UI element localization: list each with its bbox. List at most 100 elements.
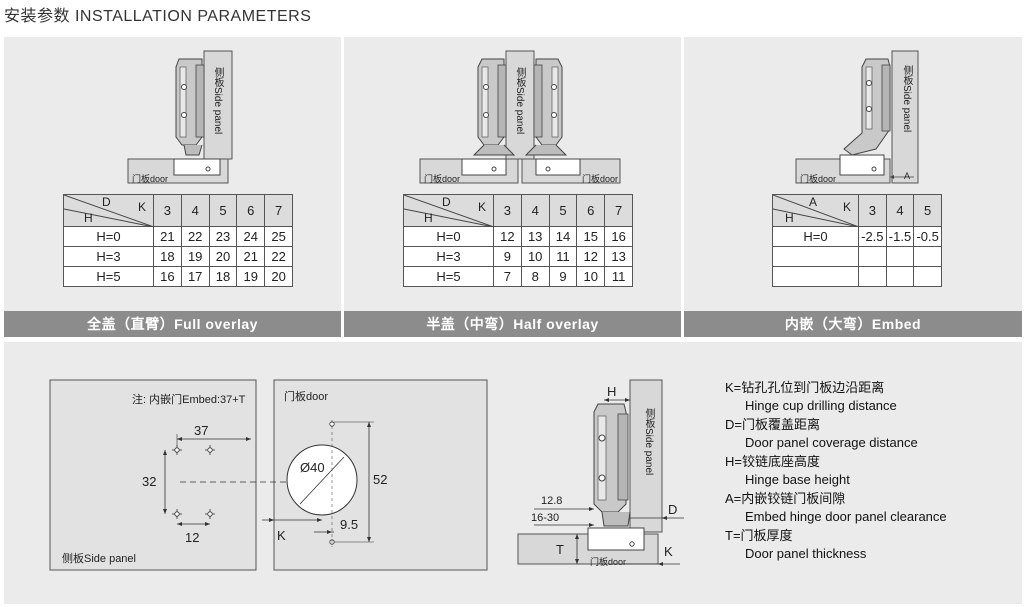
table-header-row: D K H 3 4 5 6 7 <box>403 194 633 227</box>
dim-32: 32 <box>142 474 157 489</box>
embed-caption: 内嵌（大弯）Embed <box>684 311 1022 337</box>
table-col-header: 5 <box>208 194 238 227</box>
row-header <box>772 266 859 287</box>
table-cell: 16 <box>604 226 633 247</box>
table-cell: 15 <box>576 226 606 247</box>
table-cell: 8 <box>520 266 550 287</box>
gap-label-a: A <box>904 171 911 181</box>
half-overlay-table: D K H 3 4 5 6 7 H=0 12 13 14 15 16 H=3 9… <box>403 194 633 287</box>
table-row: H=0 -2.5 -1.5 -0.5 <box>772 226 942 247</box>
table-col-header: 7 <box>604 194 633 227</box>
table-cell: 11 <box>548 246 578 267</box>
embed-hinge-diagram <box>795 50 919 184</box>
side-view-door-label: 门板door <box>590 557 627 567</box>
row-header: H=0 <box>772 226 859 247</box>
door-label: 门板door <box>284 391 329 403</box>
table-cell: 21 <box>153 226 182 247</box>
table-row: H=3 9 10 11 12 13 <box>403 246 633 267</box>
side-view-d-label: D <box>668 502 678 517</box>
table-header-row: A K H 3 4 5 <box>772 194 942 227</box>
installation-detail-section: 注: 内嵌门Embed:37+T 侧板Side panel 门板door 37 … <box>4 342 1022 604</box>
table-cell <box>885 266 915 287</box>
legend-item-d-desc: Door panel coverage distance <box>745 435 918 450</box>
table-header-row: D K H 3 4 5 6 7 <box>63 194 293 227</box>
table-cell: 23 <box>208 226 238 247</box>
table-cell: 18 <box>153 246 182 267</box>
table-cell: 7 <box>493 266 522 287</box>
table-cell: 9 <box>548 266 578 287</box>
legend-item-h-desc: Hinge base height <box>745 472 850 487</box>
legend-item-a-desc: Embed hinge door panel clearance <box>745 509 947 524</box>
table-cell <box>913 246 942 267</box>
table-cell: 17 <box>180 266 210 287</box>
row-header: H=5 <box>63 266 154 287</box>
legend-item-a: A=内嵌铰链门板间隙 <box>725 491 846 506</box>
dim-12-8: 12.8 <box>541 495 563 507</box>
table-cell <box>885 246 915 267</box>
diag-label-top: D <box>102 195 111 209</box>
table-cell: 22 <box>180 226 210 247</box>
door-label-left: 门板door <box>424 174 461 184</box>
half-overlay-hinge-diagram <box>419 50 621 184</box>
table-col-header: 3 <box>858 194 887 227</box>
table-cell: -1.5 <box>885 226 915 247</box>
diag-label-bottom: H <box>84 211 93 225</box>
page-title: 安装参数 INSTALLATION PARAMETERS <box>4 8 312 25</box>
table-cell: 25 <box>264 226 293 247</box>
table-col-header: 5 <box>548 194 578 227</box>
table-cell: 19 <box>236 266 266 287</box>
row-header: H=3 <box>403 246 494 267</box>
table-col-header: 6 <box>576 194 606 227</box>
diag-label-right: K <box>843 200 852 214</box>
side-view-side-panel-label: 侧板Side panel <box>643 408 654 476</box>
table-row <box>772 246 942 267</box>
dim-12: 12 <box>185 530 200 545</box>
full-overlay-table: D K H 3 4 5 6 7 H=0 21 22 23 24 25 H=3 1… <box>63 194 293 287</box>
table-cell: 16 <box>153 266 182 287</box>
table-diagonal-header: A K H <box>772 194 859 227</box>
dim-37: 37 <box>194 423 209 438</box>
diag-label-top: D <box>442 195 451 209</box>
table-cell: 20 <box>208 246 238 267</box>
dim-16-30: 16-30 <box>531 512 560 524</box>
legend-item-h: H=铰链底座高度 <box>725 454 820 469</box>
table-cell: 19 <box>180 246 210 267</box>
embed-panel: 侧板Side panel 门板door A A K H 3 4 5 H=0 -2… <box>684 37 1022 337</box>
table-col-header: 3 <box>153 194 182 227</box>
diag-label-top: A <box>809 195 818 209</box>
door-label: 门板door <box>132 174 169 184</box>
side-view-h-label: H <box>607 384 617 399</box>
table-row: H=0 12 13 14 15 16 <box>403 226 633 247</box>
table-diagonal-header: D K H <box>63 194 154 227</box>
row-header: H=0 <box>403 226 494 247</box>
table-cell: 13 <box>604 246 633 267</box>
table-col-header: 5 <box>913 194 942 227</box>
legend-item-t: T=门板厚度 <box>725 528 793 543</box>
table-col-header: 4 <box>520 194 550 227</box>
table-col-header: 4 <box>180 194 210 227</box>
table-cell: 12 <box>493 226 522 247</box>
table-cell: 9 <box>493 246 522 267</box>
table-row <box>772 266 942 287</box>
table-col-header: 3 <box>493 194 522 227</box>
table-cell: 18 <box>208 266 238 287</box>
table-row: H=0 21 22 23 24 25 <box>63 226 293 247</box>
table-cell <box>913 266 942 287</box>
row-header <box>772 246 859 267</box>
table-cell: -2.5 <box>858 226 887 247</box>
table-cell: 24 <box>236 226 266 247</box>
dim-9-5: 9.5 <box>340 517 359 532</box>
full-overlay-hinge-diagram <box>127 50 233 184</box>
full-overlay-panel: 侧板Side panel 门板door D K H 3 4 5 6 7 H=0 … <box>4 37 341 337</box>
table-cell <box>858 246 887 267</box>
diag-label-bottom: H <box>785 211 794 225</box>
legend-item-d: D=门板覆盖距离 <box>725 417 820 432</box>
parameter-legend: K=钻孔孔位到门板边沿距离 Hinge cup drilling distanc… <box>725 379 947 564</box>
table-cell: 10 <box>520 246 550 267</box>
embed-table: A K H 3 4 5 H=0 -2.5 -1.5 -0.5 <box>772 194 942 287</box>
table-cell: 13 <box>520 226 550 247</box>
table-cell: 20 <box>264 266 293 287</box>
table-row: H=5 16 17 18 19 20 <box>63 266 293 287</box>
drilling-diagram <box>49 379 684 571</box>
legend-item-k-desc: Hinge cup drilling distance <box>745 398 897 413</box>
